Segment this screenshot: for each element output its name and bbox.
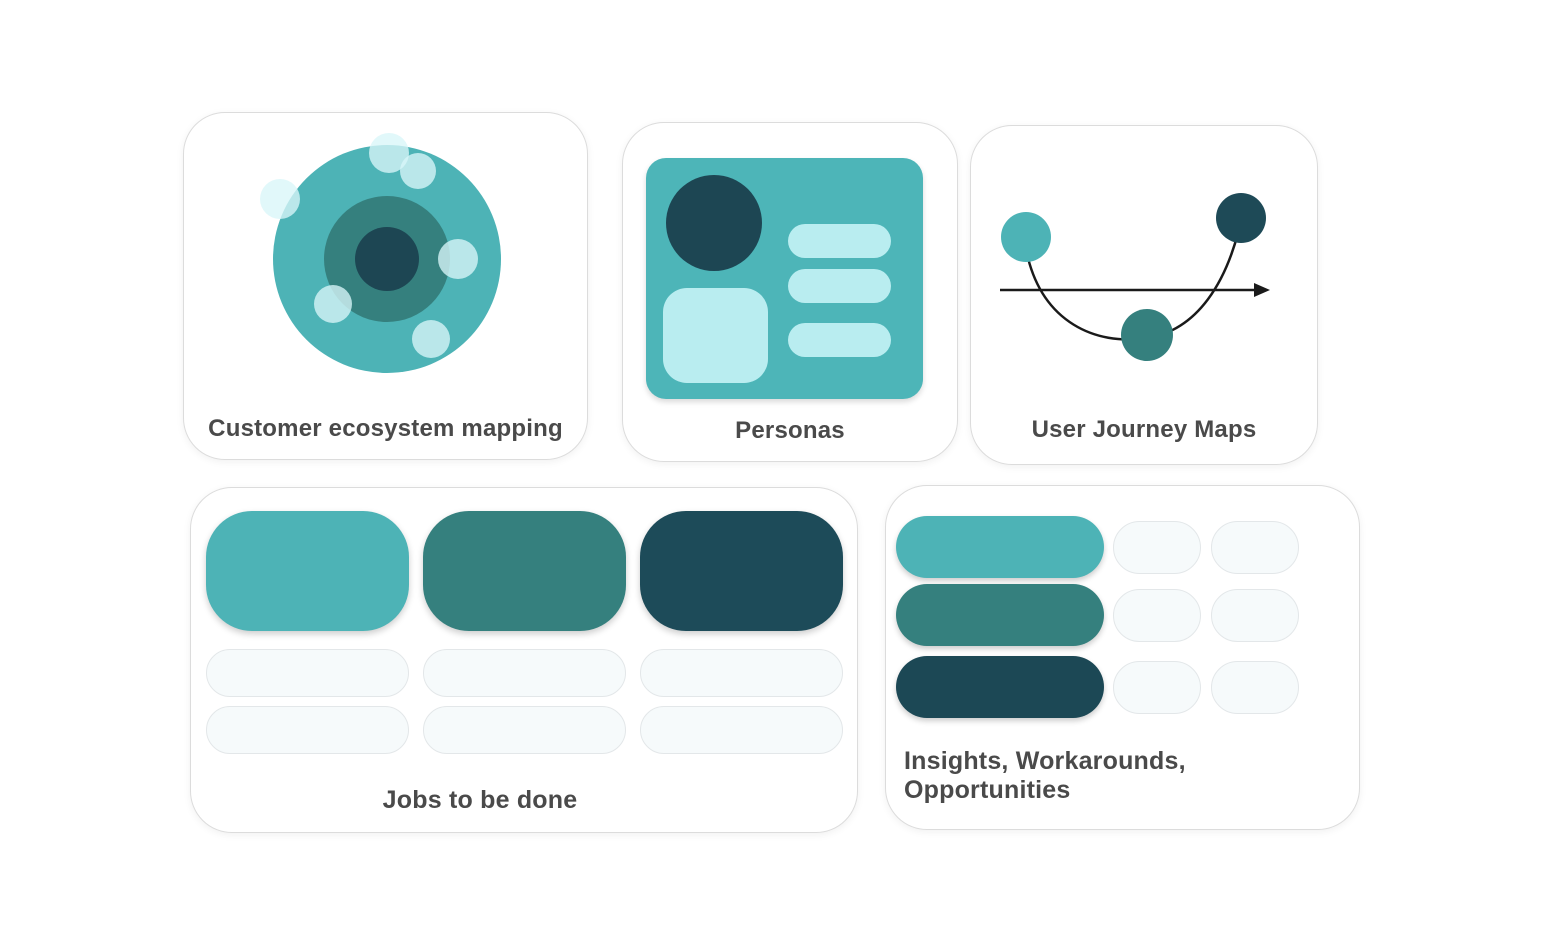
job-pill-icon — [206, 706, 409, 754]
insight-pill-icon — [1211, 589, 1299, 642]
ecosystem-bubble-icon — [400, 153, 436, 189]
ecosystem-bubble-icon — [314, 285, 352, 323]
ecosystem-bubble-icon — [438, 239, 478, 279]
insight-pill-icon — [1211, 521, 1299, 574]
ecosystem-bubble-icon — [260, 179, 300, 219]
card-customer-ecosystem-mapping[interactable]: Customer ecosystem mapping — [183, 112, 588, 460]
ecosystem-bubble-icon — [412, 320, 450, 358]
card-title-personas: Personas — [735, 417, 845, 444]
job-pill-icon — [423, 649, 626, 697]
job-block-midteal-icon — [423, 511, 626, 631]
insight-pill-icon — [1113, 661, 1201, 714]
card-title-jobs: Jobs to be done — [382, 786, 578, 814]
card-jobs-to-be-done[interactable]: Jobs to be done — [190, 487, 858, 833]
ecosystem-core-icon — [355, 227, 419, 291]
text-line-icon — [788, 269, 891, 303]
card-title-insights: Insights, Workarounds, Opportunities — [904, 747, 1186, 804]
card-title-ecosystem: Customer ecosystem mapping — [208, 415, 563, 442]
insight-bar-teal-icon — [896, 516, 1104, 578]
card-title-journey: User Journey Maps — [1031, 416, 1257, 443]
insight-pill-icon — [1113, 521, 1201, 574]
job-pill-icon — [423, 706, 626, 754]
insight-pill-icon — [1113, 589, 1201, 642]
job-pill-icon — [206, 649, 409, 697]
card-personas[interactable]: Personas — [622, 122, 958, 462]
job-pill-icon — [640, 649, 843, 697]
job-block-teal-icon — [206, 511, 409, 631]
insight-bar-midteal-icon — [896, 584, 1104, 646]
photo-placeholder-icon — [663, 288, 768, 383]
persona-card-icon — [646, 158, 923, 399]
insight-pill-icon — [1211, 661, 1299, 714]
avatar-icon — [666, 175, 762, 271]
job-pill-icon — [640, 706, 843, 754]
card-insights-workarounds-opportunities[interactable]: Insights, Workarounds, Opportunities — [885, 485, 1360, 830]
job-block-navy-icon — [640, 511, 843, 631]
insight-bar-navy-icon — [896, 656, 1104, 718]
text-line-icon — [788, 323, 891, 357]
text-line-icon — [788, 224, 891, 258]
card-user-journey-maps[interactable]: User Journey Maps — [970, 125, 1318, 465]
journey-curve-icon — [1000, 193, 1270, 361]
